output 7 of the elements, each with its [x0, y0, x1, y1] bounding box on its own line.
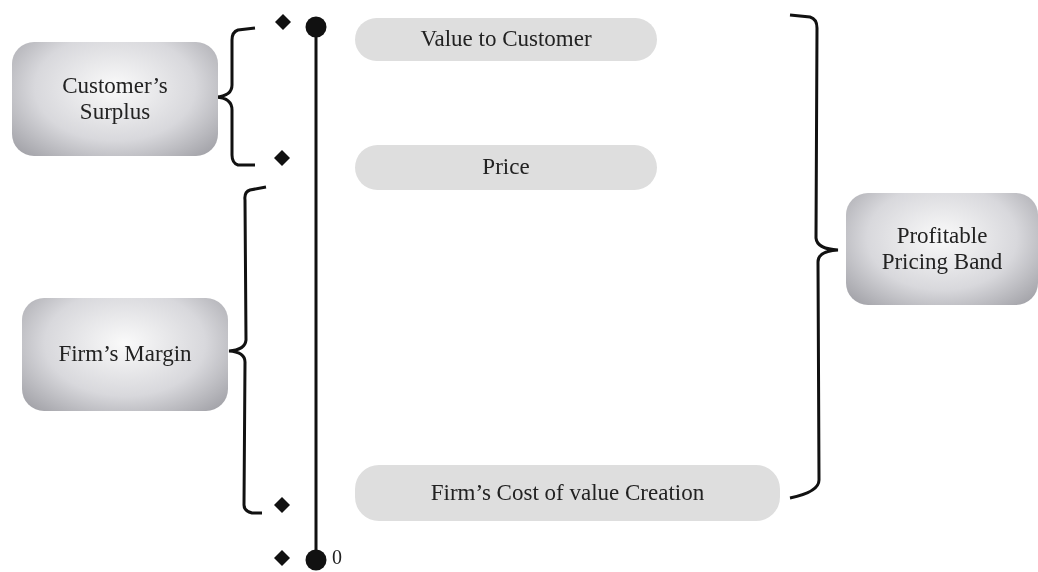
axis-tick-label: 0 — [332, 546, 342, 569]
label-box: Firm’s Margin — [22, 298, 228, 411]
label-box: Customer’s Surplus — [12, 42, 218, 156]
value-level-bar: Value to Customer — [355, 18, 657, 61]
value-level-bar: Firm’s Cost of value Creation — [355, 465, 780, 521]
label-box: Profitable Pricing Band — [846, 193, 1038, 305]
value-level-bar: Price — [355, 145, 657, 190]
